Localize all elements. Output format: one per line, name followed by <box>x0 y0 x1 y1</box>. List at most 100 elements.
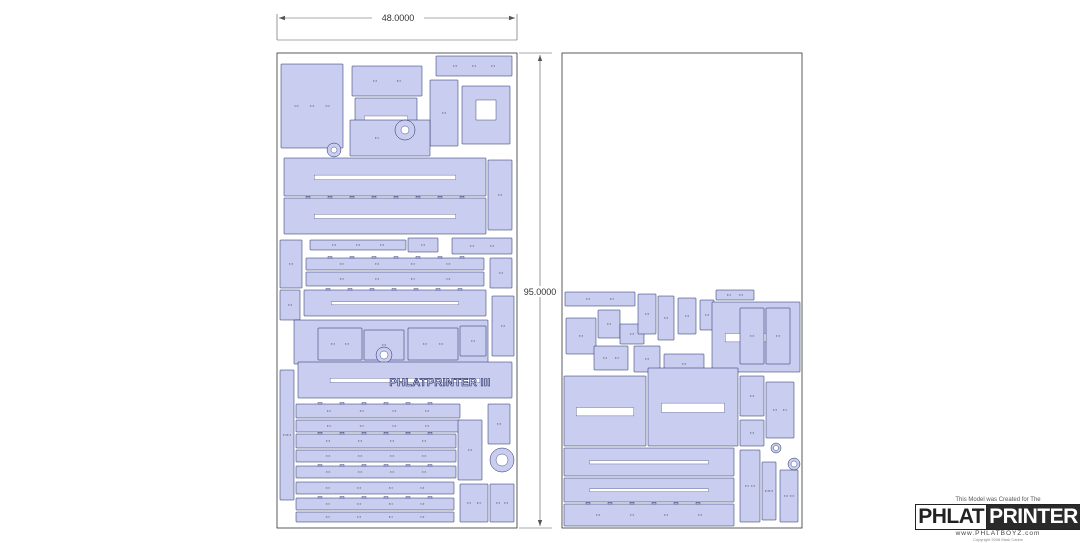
part-hole <box>467 502 471 504</box>
part-hole <box>496 502 500 504</box>
part-hole <box>472 65 476 67</box>
part-tab <box>339 464 345 467</box>
part <box>349 119 431 157</box>
part-hole <box>283 434 287 436</box>
part-hole <box>382 344 386 346</box>
part <box>295 465 457 479</box>
part <box>407 327 459 361</box>
credit-line: This Model was Created for The <box>955 497 1041 503</box>
part-hole <box>776 335 780 337</box>
part-slot <box>589 488 709 492</box>
part <box>295 449 457 463</box>
part-tab <box>629 502 635 505</box>
part-hole <box>442 112 446 114</box>
part-tab <box>393 196 399 199</box>
part-bore <box>773 445 779 451</box>
part-hole <box>358 440 362 442</box>
part-tab <box>371 196 377 199</box>
part-hole <box>287 434 291 436</box>
part-slot <box>331 301 459 305</box>
part-tab <box>405 464 411 467</box>
part-tab <box>369 288 375 291</box>
part-tab <box>391 288 397 291</box>
part <box>295 403 461 419</box>
part-slot <box>314 214 456 219</box>
part-slot <box>329 378 481 383</box>
part-cutout <box>475 99 497 121</box>
part-tab <box>361 402 367 405</box>
part-tab <box>339 496 345 499</box>
part-hole <box>358 471 362 473</box>
part-tab <box>607 502 613 505</box>
part-hole <box>288 304 292 306</box>
website-link[interactable]: www.PHLATBOYZ.com <box>955 530 1041 537</box>
part-hole <box>411 263 415 265</box>
part-tab <box>413 288 419 291</box>
part-hole <box>357 503 361 505</box>
logo-left-text: PHLAT <box>915 504 987 530</box>
part-tab <box>349 256 355 259</box>
part-tab <box>437 256 443 259</box>
part-hole <box>294 105 299 107</box>
part-hole <box>345 343 349 345</box>
part-hole <box>326 455 330 457</box>
part <box>317 327 363 361</box>
part-hole <box>422 471 426 473</box>
part-hole <box>504 502 508 504</box>
part-hole <box>359 425 364 427</box>
part-hole <box>750 432 754 434</box>
part-hole <box>446 278 451 280</box>
part-hole <box>422 440 426 442</box>
part-tab <box>673 502 679 505</box>
part-hole <box>392 410 397 412</box>
part <box>295 511 455 523</box>
part <box>761 461 777 521</box>
part-tab <box>325 288 331 291</box>
part-tab <box>383 464 389 467</box>
part-hole <box>705 314 709 316</box>
part-hole <box>468 449 472 451</box>
part-hole <box>751 485 755 487</box>
height-dimension-label: 95.0000 <box>524 287 557 297</box>
part-hole <box>664 317 668 319</box>
part-tab <box>339 402 345 405</box>
part <box>564 291 636 307</box>
part-hole <box>446 263 451 265</box>
part-engraving-label: PHLATPRINTER III <box>389 377 490 389</box>
part <box>563 503 735 527</box>
part-slot <box>576 407 634 417</box>
part-hole <box>390 455 394 457</box>
part-hole <box>471 340 475 342</box>
part-tab <box>415 196 421 199</box>
part-tab <box>383 496 389 499</box>
part-slot <box>314 174 456 180</box>
part-hole <box>331 343 335 345</box>
part <box>489 483 515 523</box>
part-tab <box>427 432 433 435</box>
part-hole <box>610 298 614 300</box>
part-tab <box>361 432 367 435</box>
part-hole <box>421 244 425 246</box>
part-tab <box>361 464 367 467</box>
part-hole <box>397 80 401 82</box>
part-hole <box>765 490 769 492</box>
part-hole <box>586 298 590 300</box>
part-bore <box>495 453 509 467</box>
part-hole <box>327 425 331 427</box>
copyright-text: Copyright 2008 Mark Carew <box>973 537 1023 542</box>
part-hole <box>425 425 429 427</box>
part-hole <box>470 245 474 247</box>
part-tab <box>317 402 323 405</box>
part-bore <box>400 125 410 135</box>
part-tab <box>393 256 399 259</box>
part-hole <box>491 65 495 67</box>
part-hole <box>498 194 502 196</box>
part-tab <box>435 288 441 291</box>
part-hole <box>425 410 429 412</box>
part-hole <box>501 325 505 327</box>
part-hole <box>389 487 393 489</box>
part-tab <box>651 502 657 505</box>
part <box>739 449 761 523</box>
part-hole <box>750 335 754 337</box>
part-tab <box>305 196 311 199</box>
